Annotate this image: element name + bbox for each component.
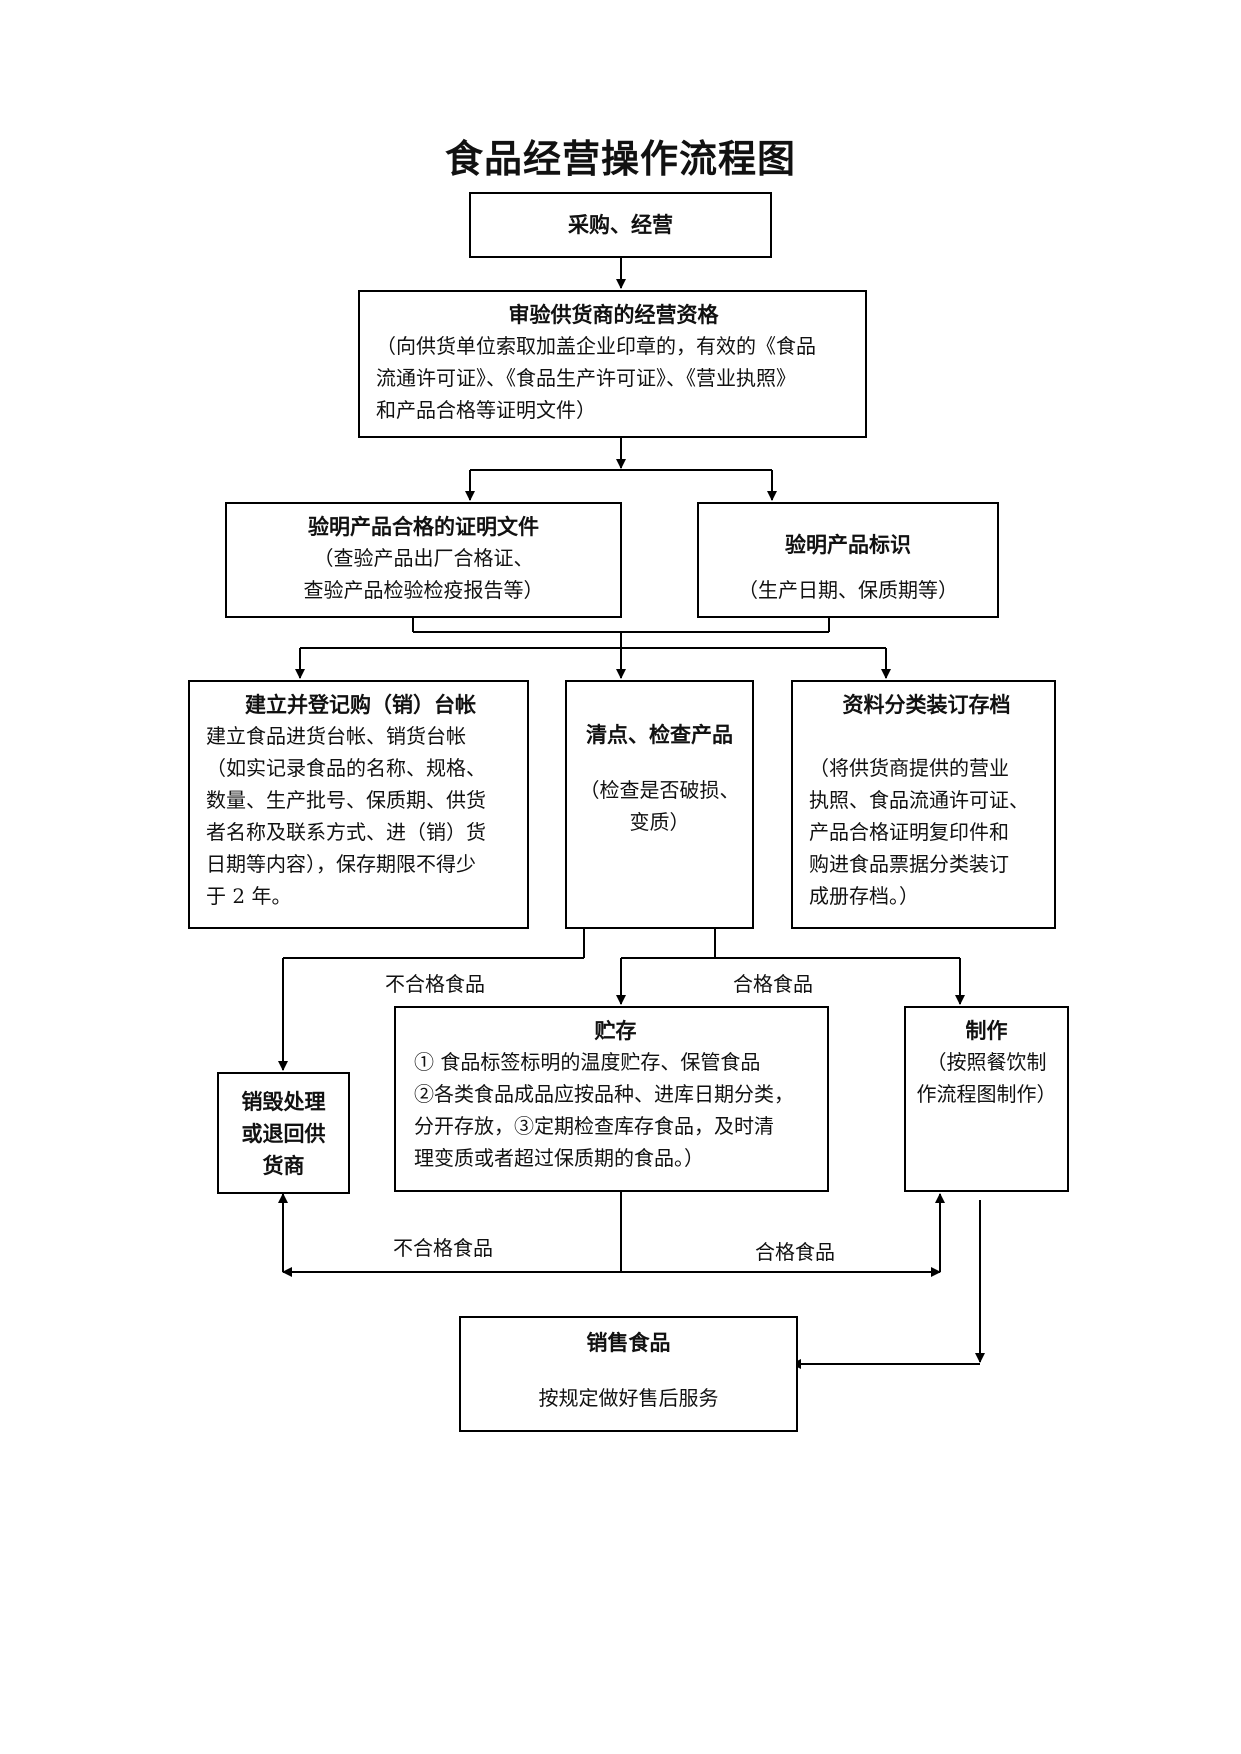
node-archive-line-4: 购进食品票据分类装订 bbox=[809, 852, 1009, 876]
node-archive: 资料分类装订存档 （将供货商提供的营业 执照、食品流通许可证、 产品合格证明复印… bbox=[791, 680, 1056, 929]
node-make-title: 制作 bbox=[965, 1019, 1008, 1043]
node-archive-title: 资料分类装订存档 bbox=[842, 693, 1011, 717]
node-purchase-title: 采购、经营 bbox=[568, 213, 673, 237]
node-ledger-line-4: 者名称及联系方式、进（销）货 bbox=[206, 820, 486, 844]
node-archive-line-1: （将供货商提供的营业 bbox=[809, 756, 1009, 780]
label-qualified-bottom: 合格食品 bbox=[755, 1240, 835, 1264]
label-unqualified-bottom: 不合格食品 bbox=[393, 1236, 493, 1260]
node-archive-line-2: 执照、食品流通许可证、 bbox=[809, 788, 1029, 812]
node-ledger-line-6: 于 2 年。 bbox=[206, 884, 292, 908]
node-ledger-line-2: （如实记录食品的名称、规格、 bbox=[206, 756, 486, 780]
node-destroy-line-3: 货商 bbox=[262, 1154, 305, 1178]
node-cert-title: 验明产品合格的证明文件 bbox=[308, 515, 539, 539]
node-make-line-2: 作流程图制作） bbox=[916, 1082, 1057, 1106]
node-storage-line-1: ① 食品标签标明的温度贮存、保管食品 bbox=[414, 1050, 761, 1074]
node-ledger-line-3: 数量、生产批号、保质期、供货 bbox=[206, 788, 486, 812]
label-qualified-top: 合格食品 bbox=[733, 972, 813, 996]
node-ledger-line-5: 日期等内容），保存期限不得少 bbox=[206, 852, 476, 876]
node-sell-line-1: 按规定做好售后服务 bbox=[538, 1386, 719, 1410]
node-storage-line-4: 理变质或者超过保质期的食品。） bbox=[414, 1146, 704, 1170]
node-purchase: 采购、经营 bbox=[469, 192, 772, 258]
node-sell: 销售食品 按规定做好售后服务 bbox=[459, 1316, 798, 1432]
node-audit-line-3: 和产品合格等证明文件） bbox=[376, 398, 596, 422]
node-mark-line-1: （生产日期、保质期等） bbox=[738, 578, 958, 602]
node-inspect-line-1: （检查是否破损、 bbox=[579, 778, 740, 802]
node-destroy-or-return: 销毁处理 或退回供 货商 bbox=[217, 1072, 350, 1194]
node-storage-line-3: 分开存放，③定期检查库存食品，及时清 bbox=[414, 1114, 774, 1138]
node-sell-title: 销售食品 bbox=[586, 1331, 671, 1355]
node-make: 制作 （按照餐饮制 作流程图制作） bbox=[904, 1006, 1069, 1192]
node-storage: 贮存 ① 食品标签标明的温度贮存、保管食品 ②各类食品成品应按品种、进库日期分类… bbox=[394, 1006, 829, 1192]
node-audit-line-2: 流通许可证》、《食品生产许可证》、《营业执照》 bbox=[376, 366, 796, 390]
node-audit-supplier: 审验供货商的经营资格 （向供货单位索取加盖企业印章的，有效的《食品 流通许可证》… bbox=[358, 290, 867, 438]
node-archive-line-3: 产品合格证明复印件和 bbox=[809, 820, 1009, 844]
node-cert-line-1: （查验产品出厂合格证、 bbox=[313, 546, 534, 570]
node-ledger: 建立并登记购（销）台帐 建立食品进货台帐、销货台帐 （如实记录食品的名称、规格、… bbox=[188, 680, 529, 929]
node-ledger-title: 建立并登记购（销）台帐 bbox=[245, 693, 476, 717]
node-storage-title: 贮存 bbox=[594, 1019, 637, 1043]
node-make-line-1: （按照餐饮制 bbox=[926, 1050, 1047, 1074]
node-verify-label: 验明产品标识 （生产日期、保质期等） bbox=[697, 502, 999, 618]
node-destroy-line-2: 或退回供 bbox=[241, 1122, 326, 1146]
node-ledger-line-1: 建立食品进货台帐、销货台帐 bbox=[206, 724, 466, 748]
node-mark-title: 验明产品标识 bbox=[785, 533, 911, 557]
node-inspect-title: 清点、检查产品 bbox=[586, 723, 733, 747]
node-inspect-line-2: 变质） bbox=[629, 810, 690, 834]
node-audit-title: 审验供货商的经营资格 bbox=[508, 303, 719, 327]
label-unqualified-top: 不合格食品 bbox=[385, 972, 485, 996]
node-audit-line-1: （向供货单位索取加盖企业印章的，有效的《食品 bbox=[376, 334, 816, 358]
node-inspect: 清点、检查产品 （检查是否破损、 变质） bbox=[565, 680, 754, 929]
node-destroy-line-1: 销毁处理 bbox=[241, 1090, 326, 1114]
node-verify-certificate: 验明产品合格的证明文件 （查验产品出厂合格证、 查验产品检验检疫报告等） bbox=[225, 502, 622, 618]
node-storage-line-2: ②各类食品成品应按品种、进库日期分类， bbox=[414, 1082, 794, 1106]
node-cert-line-2: 查验产品检验检疫报告等） bbox=[303, 578, 544, 602]
page-title: 食品经营操作流程图 bbox=[444, 137, 796, 181]
node-archive-line-5: 成册存档。） bbox=[809, 884, 919, 908]
